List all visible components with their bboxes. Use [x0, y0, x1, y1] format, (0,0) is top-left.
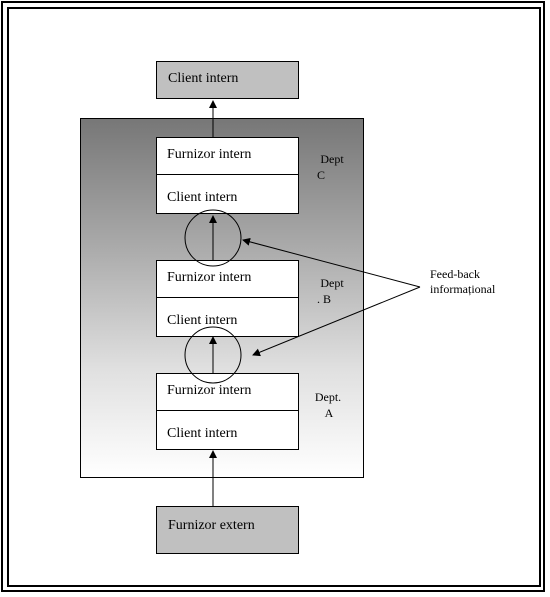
dept-c-label-line2: C — [317, 168, 326, 182]
dept-b-label-line2: . B — [317, 292, 332, 306]
dept-a-label-line1: Dept. — [314, 390, 342, 404]
dept-a-client: Client intern — [167, 426, 238, 441]
loop-circle-lower — [184, 326, 242, 384]
dept-c-client: Client intern — [167, 190, 238, 205]
feedback-arrow-lower — [252, 286, 421, 357]
dept-a-label-line2: A — [324, 406, 334, 420]
supplier-external-box: Furnizor extern — [156, 506, 299, 554]
feedback-label: Feed-back informațional — [430, 267, 495, 297]
dept-c-label-line1: Dept — [320, 152, 344, 166]
dept-b-box: Furnizor intern Client intern — [156, 260, 299, 337]
feedback-arrow-upper — [242, 237, 421, 288]
inner-frame — [7, 7, 541, 587]
dept-a-box: Furnizor intern Client intern — [156, 373, 299, 450]
feedback-label-line2: informațional — [430, 282, 496, 296]
client-top-label: Client intern — [168, 71, 239, 86]
dept-c-supplier: Furnizor intern — [157, 138, 298, 175]
dept-a-supplier: Furnizor intern — [157, 374, 298, 411]
dept-c-box: Furnizor intern Client intern — [156, 137, 299, 214]
feedback-label-line1: Feed-back — [430, 267, 480, 281]
dept-b-client: Client intern — [167, 313, 238, 328]
dept-b-supplier: Furnizor intern — [157, 261, 298, 298]
dept-b-label-line1: Dept — [320, 276, 344, 290]
client-top-box: Client intern — [156, 61, 299, 99]
loop-circle-upper — [184, 209, 242, 267]
dept-b-label: Dept . B — [310, 275, 354, 307]
outer-frame — [1, 1, 545, 592]
dept-a-label: Dept. A — [306, 389, 350, 421]
supplier-external-label: Furnizor extern — [168, 518, 255, 533]
dept-c-label: Dept C — [310, 151, 354, 183]
